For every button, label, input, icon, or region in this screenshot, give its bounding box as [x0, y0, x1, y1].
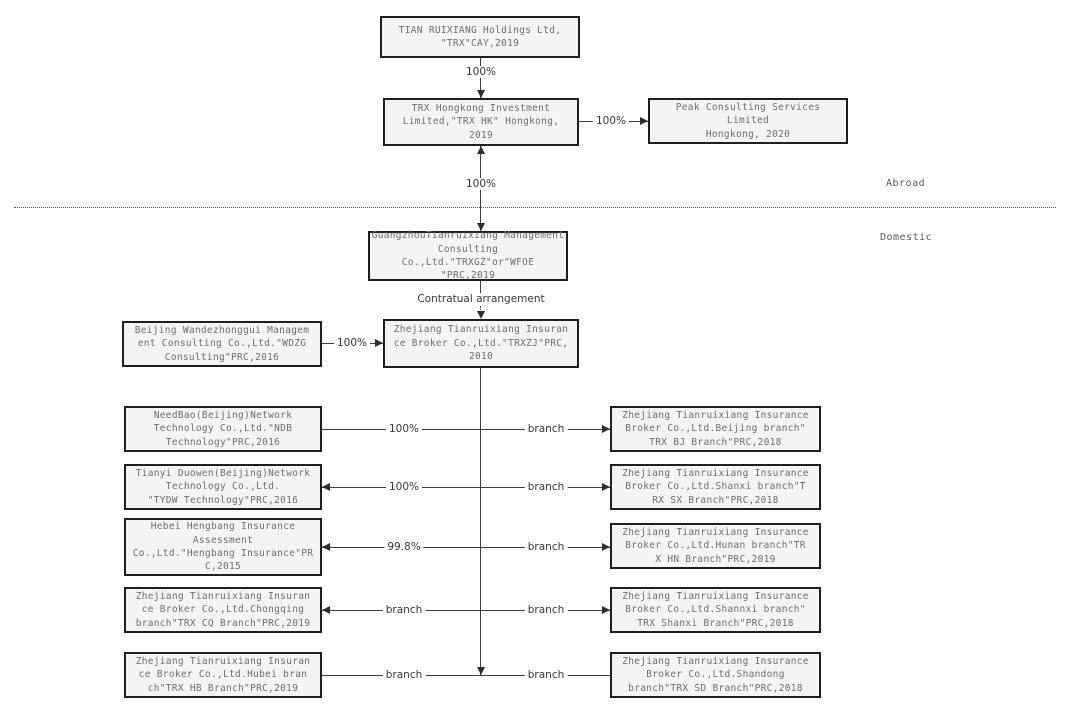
row2-line: [322, 487, 610, 488]
edge-wfoe-trxzj-label: Contratual arrangement: [414, 293, 548, 305]
node-trx-sx-branch: Zhejiang Tianruixiang Insurance Broker C…: [610, 464, 821, 510]
node-trxzj: Zhejiang Tianruixiang Insuran ce Broker …: [383, 319, 579, 368]
row5-right-label: branch: [524, 669, 568, 681]
node-label: Zhejiang Tianruixiang Insurance Broker C…: [622, 467, 809, 506]
arrow-right-icon: [602, 483, 610, 491]
row2-right-label: branch: [524, 481, 568, 493]
arrow-right-icon: [640, 117, 648, 125]
row3-right-label: branch: [524, 541, 568, 553]
node-trx-hk: TRX Hongkong Investment Limited,"TRX HK"…: [383, 98, 579, 146]
node-label: Zhejiang Tianruixiang Insuran ce Broker …: [135, 590, 311, 629]
arrow-right-icon: [602, 543, 610, 551]
row4-right-label: branch: [524, 604, 568, 616]
row1-left-label: 100%: [385, 423, 423, 435]
row2-left-label: 100%: [385, 481, 423, 493]
row4-left-label: branch: [382, 604, 426, 616]
arrow-down-icon: [477, 223, 485, 231]
arrow-left-icon: [322, 483, 330, 491]
edge-wfoe-trxzj-dashed: [480, 306, 481, 314]
row5-left-label: branch: [382, 669, 426, 681]
node-trxgz-wfoe: GuangzhouTianruixiang Management Consult…: [368, 230, 568, 282]
row3-line: [322, 547, 610, 548]
node-trx-sd-branch: Zhejiang Tianruixiang Insurance Broker C…: [610, 652, 821, 698]
arrow-down-icon: [477, 667, 485, 675]
node-label: Zhejiang Tianruixiang Insurance Broker C…: [622, 655, 809, 694]
row3-left-label: 99.8%: [384, 541, 424, 553]
node-trx-cq-branch: Zhejiang Tianruixiang Insuran ce Broker …: [124, 587, 322, 633]
region-label-domestic: Domestic: [880, 232, 933, 243]
node-label: GuangzhouTianruixiang Management Consult…: [371, 230, 565, 282]
node-label: Zhejiang Tianruixiang Insurance Broker C…: [622, 590, 809, 629]
node-label: Zhejiang Tianruixiang Insurance Broker C…: [622, 526, 809, 565]
row5-line: [322, 675, 610, 676]
row4-line: [322, 610, 610, 611]
node-tydw-technology: Tianyi Duowen(Beijing)Network Technology…: [124, 464, 322, 510]
arrow-right-icon: [375, 339, 383, 347]
node-label: NeedBao(Beijing)Network Technology Co.,L…: [153, 409, 293, 448]
region-label-abroad: Abroad: [886, 178, 926, 189]
edge-holdings-hk-label: 100%: [462, 66, 500, 78]
node-label: Peak Consulting Services Limited Hongkon…: [675, 101, 821, 140]
node-label: Zhejiang Tianruixiang Insurance Broker C…: [622, 409, 809, 448]
edge-wfoe-trxzj-line: [480, 281, 481, 294]
node-tian-ruixiang-holdings: TIAN RUIXIANG Holdings Ltd, "TRX"CAY,201…: [380, 16, 580, 58]
arrow-left-icon: [322, 606, 330, 614]
edge-hk-peak-label: 100%: [592, 115, 630, 127]
node-peak-consulting: Peak Consulting Services Limited Hongkon…: [648, 98, 848, 144]
arrow-down-icon: [477, 90, 485, 98]
arrow-left-icon: [322, 543, 330, 551]
arrow-down-icon: [477, 311, 485, 319]
row1-line: [322, 429, 610, 430]
abroad-domestic-divider: [14, 207, 1056, 208]
node-label: Hebei Hengbang Insurance Assessment Co.,…: [132, 521, 314, 573]
arrow-right-icon: [602, 425, 610, 433]
node-trx-hb-branch: Zhejiang Tianruixiang Insuran ce Broker …: [124, 652, 322, 698]
node-trx-hn-branch: Zhejiang Tianruixiang Insurance Broker C…: [610, 523, 821, 569]
edge-hk-wfoe-label: 100%: [462, 178, 500, 190]
node-ndb-technology: NeedBao(Beijing)Network Technology Co.,L…: [124, 406, 322, 452]
node-hengbang-insurance: Hebei Hengbang Insurance Assessment Co.,…: [124, 518, 322, 576]
edge-holdings-hk-line: [480, 58, 481, 98]
row1-right-label: branch: [524, 423, 568, 435]
node-trx-shanxi-branch: Zhejiang Tianruixiang Insurance Broker C…: [610, 587, 821, 633]
arrow-up-icon: [477, 146, 485, 154]
node-wdzg-consulting: Beijing Wandezhonggui Managem ent Consul…: [122, 321, 322, 367]
edge-wdzg-trxzj-label: 100%: [333, 337, 371, 349]
trxzj-trunk-line: [480, 368, 481, 675]
node-label: Tianyi Duowen(Beijing)Network Technology…: [135, 467, 311, 506]
node-label: TRX Hongkong Investment Limited,"TRX HK"…: [402, 102, 560, 141]
node-trx-bj-branch: Zhejiang Tianruixiang Insurance Broker C…: [610, 406, 821, 452]
node-label: Zhejiang Tianruixiang Insuran ce Broker …: [135, 655, 311, 694]
arrow-right-icon: [602, 606, 610, 614]
node-label: TIAN RUIXIANG Holdings Ltd, "TRX"CAY,201…: [398, 24, 562, 49]
node-label: Zhejiang Tianruixiang Insuran ce Broker …: [393, 324, 569, 363]
node-label: Beijing Wandezhonggui Managem ent Consul…: [134, 324, 310, 363]
